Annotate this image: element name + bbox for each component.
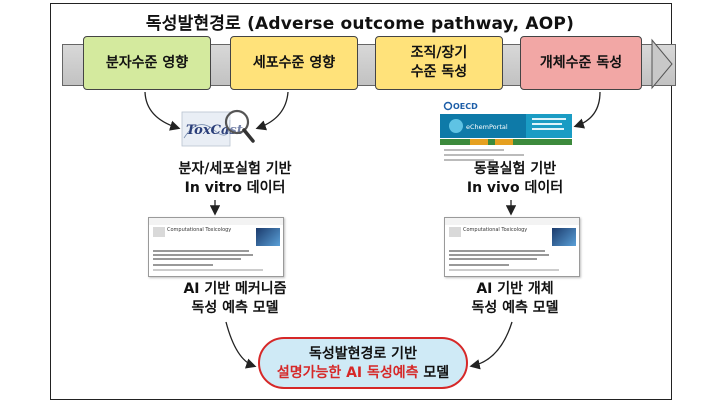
mechanism-model-caption: AI 기반 메커니즘 독성 예측 모델	[140, 280, 330, 318]
toxcast-logo-text: ToxCast	[186, 123, 243, 138]
figure-frame	[50, 3, 672, 400]
invivo-caption-line1: 동물실험 기반	[473, 161, 557, 177]
invivo-caption-line2: In vivo 데이터	[466, 180, 564, 196]
stage-molecular: 분자수준 영향	[83, 36, 211, 90]
stage-tissue-line1: 조직/장기	[410, 45, 468, 61]
result-line1: 독성발현경로 기반	[309, 346, 417, 362]
mechanism-model-line2: 독성 예측 모델	[191, 300, 279, 316]
stage-molecular-label: 분자수준 영향	[105, 54, 189, 71]
cellular-to-toxcast-arrow	[255, 91, 289, 131]
stage-organism: 개체수준 독성	[520, 36, 642, 90]
stage-tissue: 조직/장기 수준 독성	[375, 36, 503, 90]
stage-organism-label: 개체수준 독성	[539, 54, 623, 71]
oecd-logo-icon	[443, 101, 453, 111]
right-model-to-result-arrow	[469, 321, 513, 370]
toxcast-logo: ToxCast	[180, 108, 255, 154]
mechanism-model-line1: AI 기반 메커니즘	[183, 281, 287, 297]
magnifier-icon	[224, 109, 250, 135]
result-line2-rest: 모델	[418, 365, 450, 381]
echemportal-brand-text: eChemPortal	[466, 123, 508, 131]
stage-tissue-line2: 수준 독성	[410, 64, 468, 80]
xai-model-result: 독성발현경로 기반 설명가능한 AI 독성예측 모델	[258, 337, 468, 389]
paper-journal-title: Computational Toxicology	[167, 227, 232, 233]
oecd-brand-text: OECD	[453, 102, 478, 111]
echemportal-screenshot: OECD eChemPortal	[440, 100, 572, 164]
organism-model-line2: 독성 예측 모델	[471, 300, 559, 316]
invitro-caption-line1: 분자/세포실험 기반	[178, 161, 292, 177]
pathway-arrowhead	[651, 38, 673, 90]
invitro-data-caption: 분자/세포실험 기반 In vitro 데이터	[140, 160, 330, 198]
result-highlight: 설명가능한 AI 독성예측	[276, 365, 419, 381]
organism-model-caption: AI 기반 개체 독성 예측 모델	[420, 280, 610, 318]
paper-journal-title: Computational Toxicology	[463, 227, 528, 233]
organism-to-oecd-arrow	[573, 91, 601, 129]
invitro-caption-line2: In vitro 데이터	[184, 180, 286, 196]
left-model-to-result-arrow	[225, 321, 257, 369]
stage-cellular: 세포수준 영향	[230, 36, 358, 90]
figure-title: 독성발현경로 (Adverse outcome pathway, AOP)	[145, 14, 575, 34]
invitro-paper-thumbnail: Computational Toxicology	[148, 217, 284, 277]
invivo-data-caption: 동물실험 기반 In vivo 데이터	[420, 160, 610, 198]
stage-cellular-label: 세포수준 영향	[252, 54, 336, 71]
invivo-paper-thumbnail: Computational Toxicology	[444, 217, 580, 277]
organism-model-line1: AI 기반 개체	[476, 281, 554, 297]
molecular-to-toxcast-arrow	[144, 91, 181, 131]
